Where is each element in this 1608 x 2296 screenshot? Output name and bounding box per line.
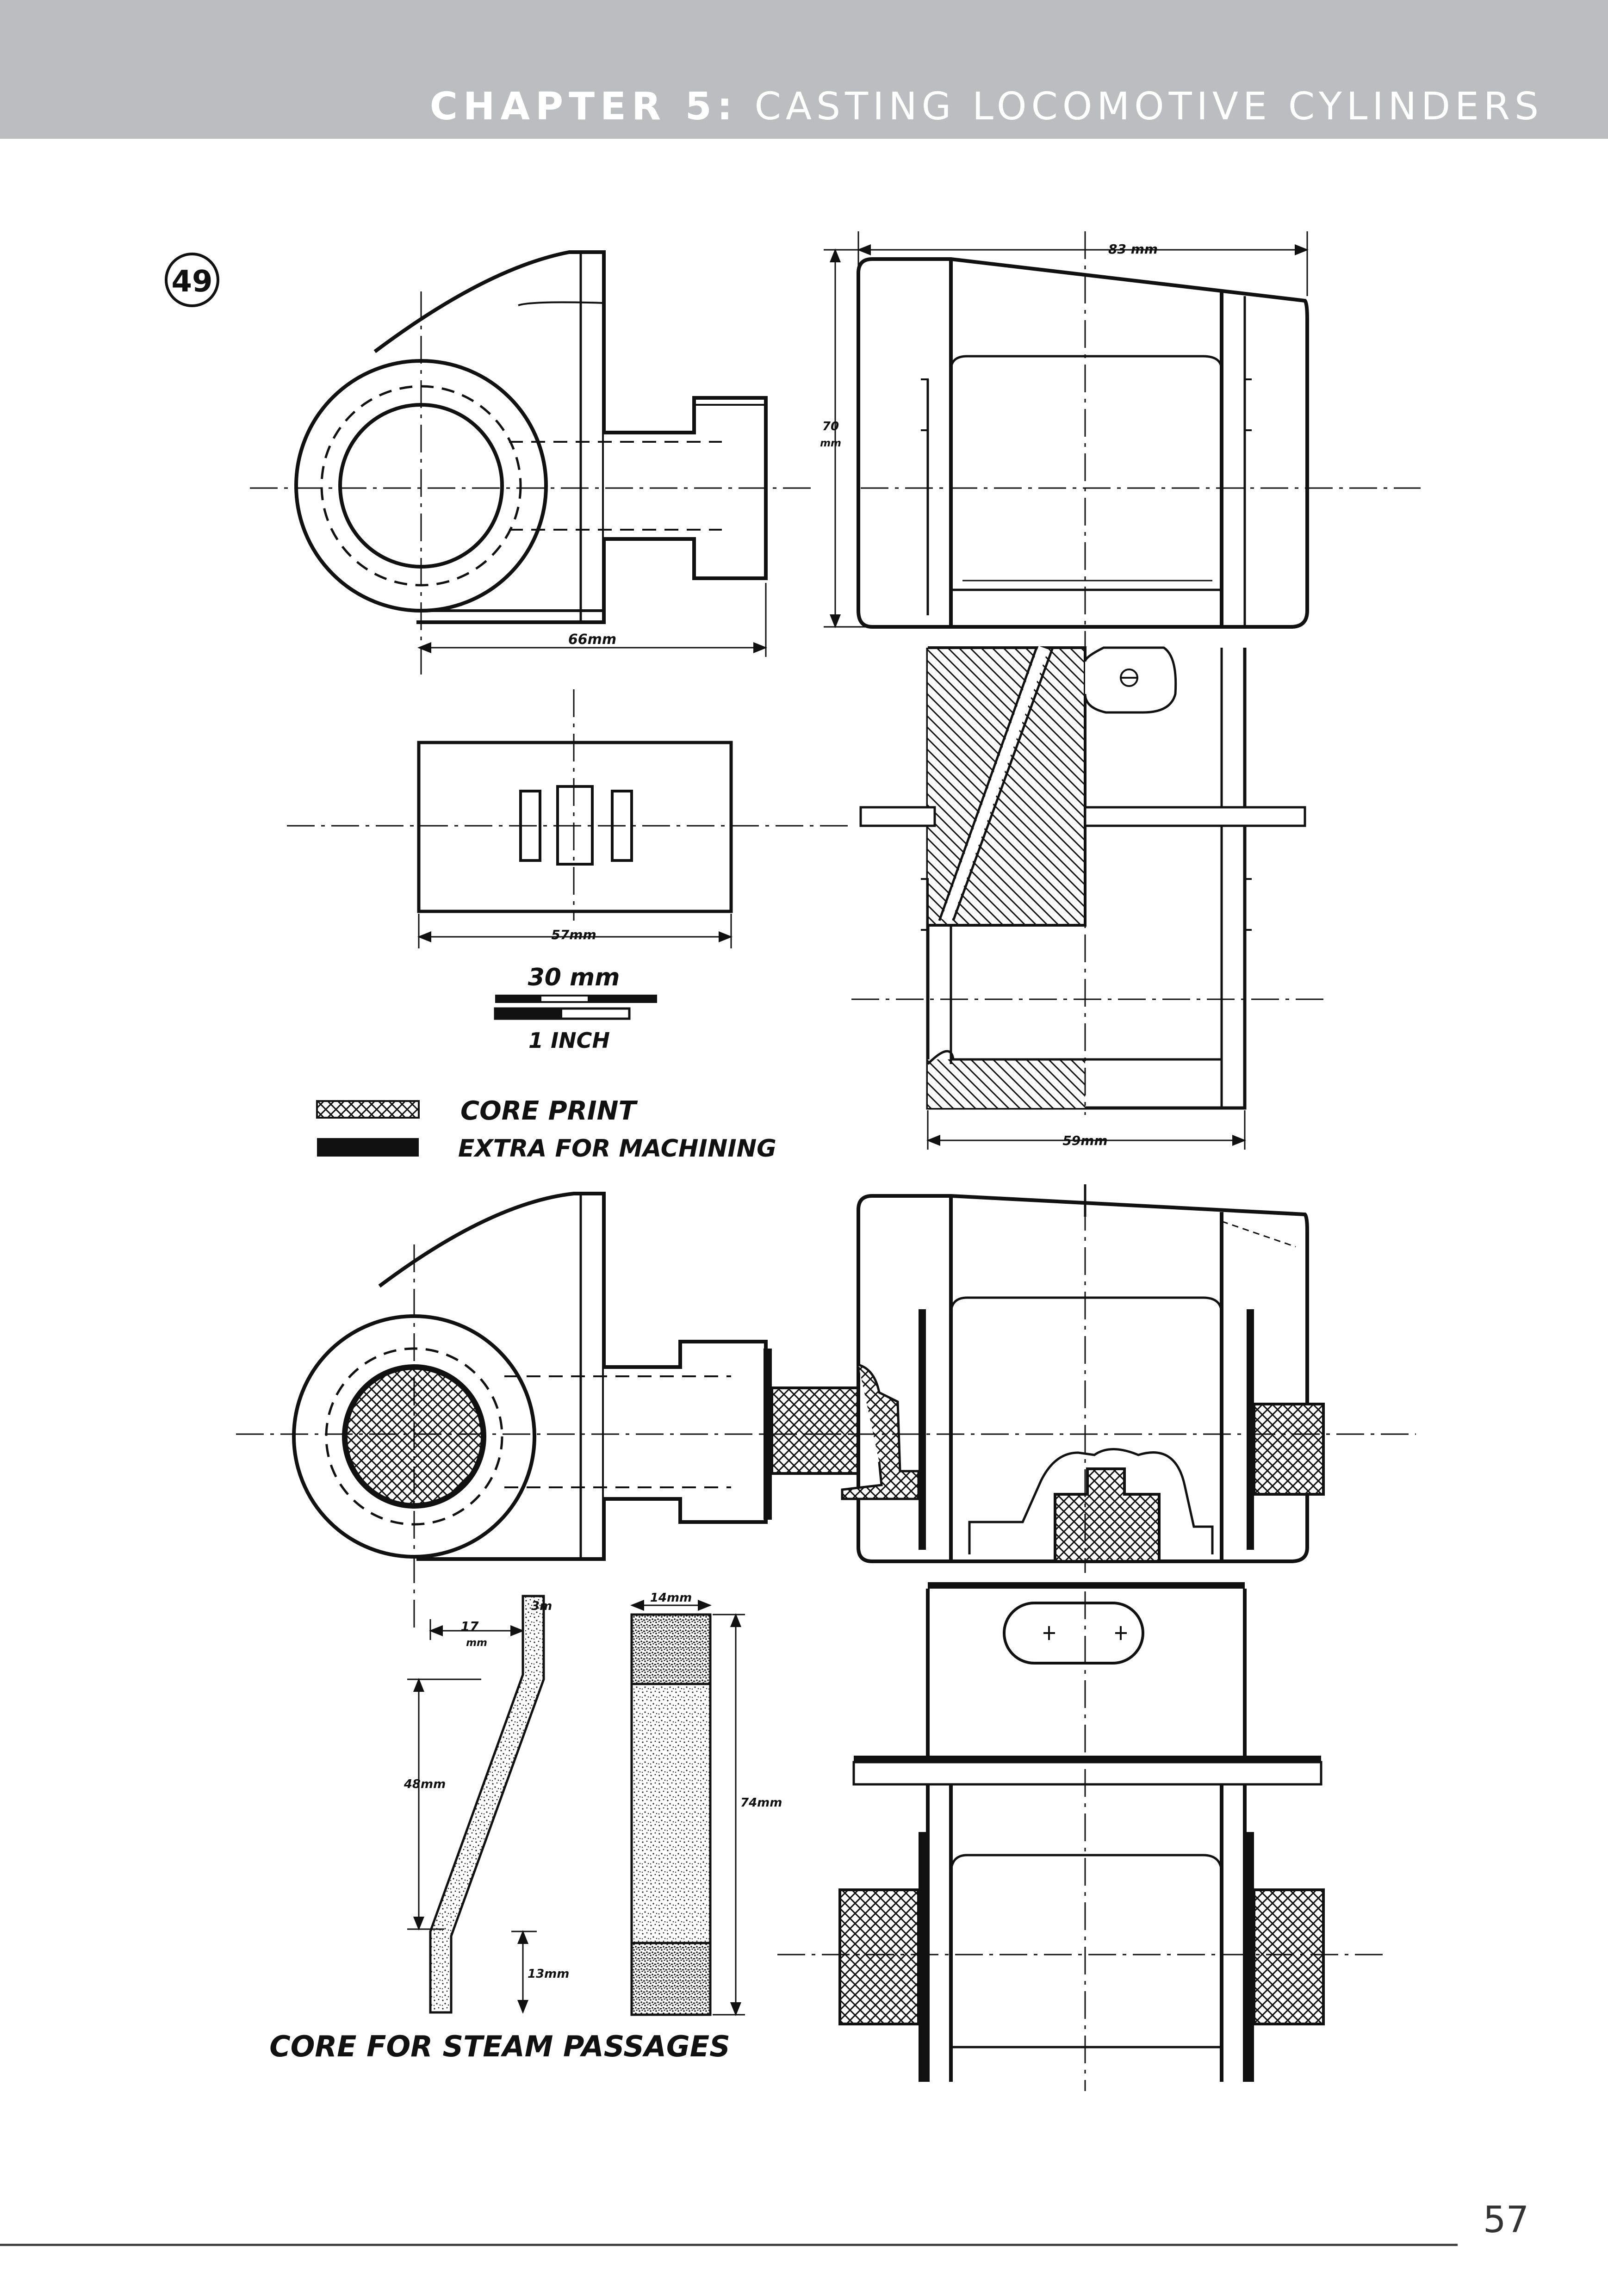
- page-number: 57: [1483, 2199, 1529, 2241]
- steam-core-block: [630, 1613, 712, 2016]
- chapter-name: CASTING LOCOMOTIVE CYLINDERS: [754, 85, 1543, 129]
- chapter-title: CHAPTER 5: CASTING LOCOMOTIVE CYLINDERS: [430, 88, 1543, 126]
- dim-48-label: 48mm: [404, 1777, 446, 1791]
- dim-83-label: 83 mm: [1108, 241, 1158, 257]
- chapter-label: CHAPTER 5:: [429, 85, 738, 129]
- dim-3-label: 3m: [531, 1599, 552, 1613]
- pattern-side-core-centrelines: [759, 1203, 1416, 1573]
- dim-17-label: 17: [461, 1619, 479, 1634]
- pattern-end-view: [294, 250, 768, 624]
- sectional-view: [851, 646, 1323, 1115]
- legend-core-print-swatch: [316, 1100, 420, 1119]
- scale-imperial-label: 1 INCH: [528, 1028, 610, 1053]
- header-band: [0, 0, 1608, 139]
- legend-machining-swatch: [317, 1138, 419, 1157]
- figure-number-circle: [165, 253, 219, 307]
- figure-number-badge: 49: [165, 253, 219, 307]
- pattern-side-view-with-core: [841, 1184, 1325, 1563]
- scale-metric-label: 30 mm: [528, 964, 620, 991]
- figure-number: 49: [171, 265, 212, 299]
- pattern-end-core-centrelines: [236, 1244, 928, 1628]
- dim-66-label: 66mm: [568, 631, 616, 648]
- bottom-view: [838, 1582, 1325, 2082]
- pattern-side-view: [857, 257, 1309, 629]
- bottom-view-centrelines: [777, 1591, 1384, 2091]
- dim-17-unit: mm: [466, 1637, 487, 1649]
- legend-core-print-label: CORE PRINT: [460, 1096, 638, 1126]
- legend: CORE PRINT EXTRA FOR MACHINING: [316, 1096, 776, 1163]
- dimension-66: [417, 583, 767, 657]
- dim-74-label: 74mm: [740, 1796, 782, 1810]
- legend-machining-label: EXTRA FOR MACHINING: [458, 1135, 776, 1163]
- core-caption: CORE FOR STEAM PASSAGES: [269, 2030, 730, 2063]
- pattern-side-centrelines: [861, 231, 1421, 648]
- dimension-70: [824, 248, 872, 628]
- dim-57-label: 57mm: [551, 927, 596, 942]
- dimension-57: [417, 914, 733, 948]
- scale-bar: 30 mm 1 INCH: [494, 964, 657, 1053]
- dim-70-label: 70: [822, 420, 839, 433]
- footer-rule: [0, 2244, 1458, 2246]
- dim-13-label: 13mm: [528, 1967, 569, 1981]
- dim-14-label: 14mm: [650, 1591, 692, 1605]
- pattern-end-view-with-core: [292, 1192, 877, 1561]
- pattern-end-centrelines: [250, 291, 814, 680]
- dim-59-label: 59mm: [1062, 1133, 1107, 1148]
- dim-70-unit: mm: [820, 438, 841, 449]
- port-face-view: [287, 689, 854, 921]
- steam-core-dimensions: [407, 1600, 745, 2016]
- steam-core-profile: [429, 1595, 545, 2014]
- dimension-59: [926, 1110, 1246, 1150]
